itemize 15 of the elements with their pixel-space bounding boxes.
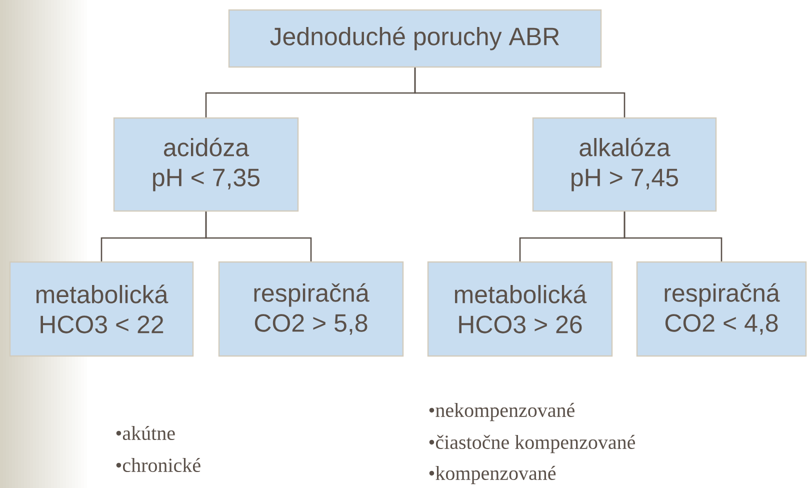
category-box: alkalóza pH > 7,45 <box>532 117 717 212</box>
connector-line <box>205 212 312 262</box>
bullet-item: •akútne <box>116 426 175 440</box>
category-box: Jednoduché poruchy ABR <box>228 9 602 68</box>
category-box: respiračná CO2 > 5,8 <box>218 261 404 357</box>
category-box: respiračná CO2 < 4,8 <box>636 261 807 357</box>
bullet-item: •kompenzované <box>429 466 556 484</box>
connector-line <box>624 212 722 262</box>
category-box: acidóza pH < 7,35 <box>113 117 299 212</box>
bullet-item: •chronické <box>116 458 200 472</box>
connector-line <box>414 68 626 118</box>
bullet-item: •nekompenzované <box>429 402 574 422</box>
category-box: metabolická HCO3 > 26 <box>427 261 613 357</box>
bullet-item: •čiastočne kompenzované <box>429 434 635 454</box>
category-box: metabolická HCO3 < 22 <box>9 261 194 357</box>
